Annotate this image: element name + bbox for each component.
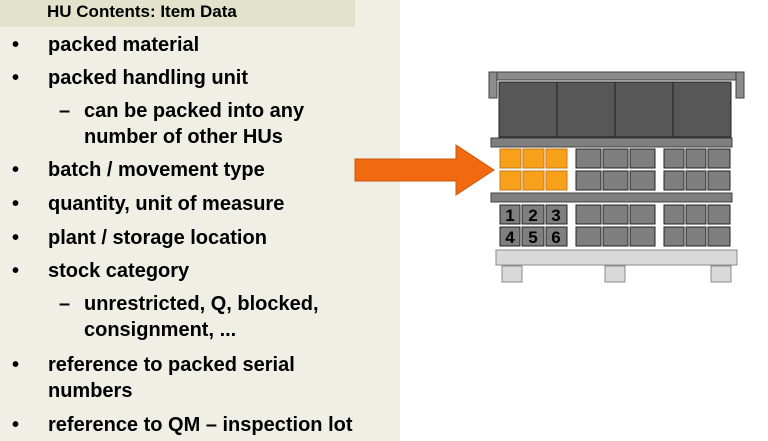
- numbered-box-group: 1 2 3 4 5 6: [499, 204, 568, 247]
- numbered-box: [499, 226, 521, 247]
- box: [575, 204, 602, 225]
- bullet-icon: •: [12, 34, 20, 56]
- box: [602, 204, 629, 225]
- box: [575, 170, 602, 191]
- pallet-deck: [495, 249, 738, 266]
- bullet-text: packed material: [48, 34, 200, 56]
- hu-lid-left-edge: [488, 71, 498, 99]
- box: [685, 148, 707, 169]
- highlighted-box: [522, 148, 545, 169]
- sub-bullet-continuation: number of other HUs: [84, 126, 283, 148]
- box: [663, 204, 685, 225]
- box-number: 4: [505, 228, 515, 247]
- pallet-foot: [604, 265, 626, 283]
- gray-box-group: [575, 148, 731, 191]
- bullet-icon: •: [12, 159, 20, 181]
- box: [663, 148, 685, 169]
- text-panel: [0, 0, 400, 441]
- box-number: 2: [528, 206, 537, 225]
- pointer-arrow-icon: [354, 144, 495, 196]
- highlighted-box-group: [499, 148, 568, 191]
- bullet-text: quantity, unit of measure: [48, 193, 285, 215]
- layer-separator: [490, 137, 733, 148]
- box: [707, 148, 731, 169]
- highlighted-box: [545, 148, 568, 169]
- large-box: [498, 81, 558, 138]
- box: [602, 170, 629, 191]
- sub-bullet-continuation: consignment, ...: [84, 319, 237, 341]
- highlighted-box: [499, 170, 522, 191]
- layer-separator: [490, 192, 733, 203]
- bullet-icon: •: [12, 227, 20, 249]
- large-box: [614, 81, 674, 138]
- box-number: 5: [528, 228, 537, 247]
- gray-box-group: [575, 204, 731, 247]
- bullet-text: reference to packed serial: [48, 354, 295, 376]
- box: [707, 170, 731, 191]
- large-box: [672, 81, 732, 138]
- bullet-text: packed handling unit: [48, 67, 249, 89]
- box: [629, 204, 656, 225]
- bullet-text: stock category: [48, 260, 190, 282]
- bullet-list: • packed material • packed handling unit…: [12, 34, 353, 436]
- sub-bullet-text: can be packed into any: [84, 100, 305, 122]
- box: [685, 226, 707, 247]
- top-box-row: [498, 81, 732, 138]
- box: [685, 170, 707, 191]
- box: [663, 226, 685, 247]
- numbered-box: [521, 226, 545, 247]
- numbered-box: [545, 204, 568, 225]
- page-title: HU Contents: Item Data: [47, 2, 237, 21]
- dash-icon: –: [59, 100, 71, 122]
- bullet-icon: •: [12, 354, 20, 376]
- box: [575, 148, 602, 169]
- highlighted-box: [545, 170, 568, 191]
- sub-bullet-text: unrestricted, Q, blocked,: [84, 293, 319, 315]
- title-bar: HU Contents: Item Data: [0, 0, 355, 27]
- bullet-icon: •: [12, 414, 20, 436]
- highlighted-box: [522, 170, 545, 191]
- box-number: 6: [551, 228, 560, 247]
- numbered-box: [545, 226, 568, 247]
- dash-icon: –: [59, 293, 71, 315]
- box-number: 1: [505, 206, 514, 225]
- bullet-icon: •: [12, 260, 20, 282]
- box: [629, 170, 656, 191]
- box: [629, 226, 656, 247]
- large-box: [556, 81, 616, 138]
- box: [575, 226, 602, 247]
- box: [707, 204, 731, 225]
- box: [602, 226, 629, 247]
- pallet-foot: [501, 265, 523, 283]
- bullet-continuation: numbers: [48, 380, 133, 402]
- bullet-icon: •: [12, 67, 20, 89]
- bullet-icon: •: [12, 193, 20, 215]
- numbered-box: [499, 204, 521, 225]
- bullet-text: reference to QM – inspection lot: [48, 414, 353, 436]
- box-number: 3: [551, 206, 560, 225]
- numbered-box: [521, 204, 545, 225]
- box: [602, 148, 629, 169]
- bullet-text: batch / movement type: [48, 159, 265, 181]
- hu-lid: [488, 71, 745, 81]
- box: [707, 226, 731, 247]
- box: [629, 148, 656, 169]
- highlighted-box: [499, 148, 522, 169]
- box: [685, 204, 707, 225]
- box: [663, 170, 685, 191]
- bullet-text: plant / storage location: [48, 227, 267, 249]
- hu-lid-right-edge: [735, 71, 745, 99]
- pallet-foot: [710, 265, 732, 283]
